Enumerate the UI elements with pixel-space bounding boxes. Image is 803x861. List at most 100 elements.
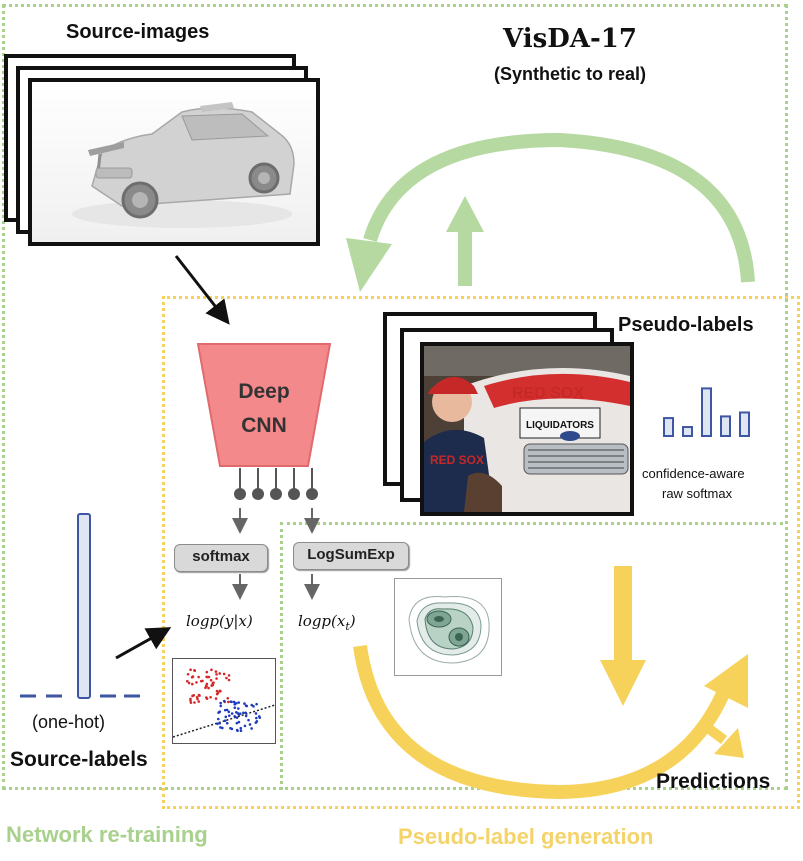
scatter-point-blue [233,714,236,718]
green-up-arrow-shaft [458,228,472,286]
scatter-point-blue [236,729,239,733]
scatter-point-blue [230,700,233,704]
one-hot-bar [77,513,91,699]
scatter-point-blue [216,717,220,721]
pseudo-label-generation-title: Pseudo-label generation [398,824,654,849]
scatter-point-blue [235,721,239,725]
softmax-box: softmax [174,544,268,572]
scatter-point-blue [227,710,231,714]
scatter-point-red [195,695,199,699]
logp-xt-text: logp(x [298,612,346,630]
scatter-point-red [189,699,192,702]
scatter-point-red [195,681,198,684]
scatter-point-blue [257,715,261,718]
scatter-point-blue [245,704,249,708]
scatter-point-red [197,700,201,703]
svg-text:RED SOX: RED SOX [430,453,484,467]
one-hot-label: (one-hot) [32,712,106,732]
logp-xt-label: logp(xt) [298,612,356,633]
scatter-point-blue [255,702,258,706]
scatter-point-red [187,681,191,685]
scatter-point-blue [219,701,222,705]
scatter-point-red [214,697,218,700]
scatter-point-blue [217,711,220,714]
scatter-point-blue [255,716,258,720]
scatter-point-red [215,673,218,676]
scatter-point-blue [235,716,239,719]
scatter-point-red [210,668,213,672]
scatter-point-red [209,695,212,699]
arrow-images-to-cnn [174,255,230,325]
target-image-photo: RED SOX LIQUIDATORS RED SOX [420,342,634,516]
scatter-point-blue [254,721,258,724]
scatter-point-blue [244,711,248,715]
scatter-point-blue [232,700,236,704]
scatter-point-red [205,697,209,700]
source-images-label: Source-images [66,21,210,43]
confidence-bar [720,415,731,438]
cnn-trapezoid [196,343,332,467]
logp-xt-subscript: t [345,620,350,633]
confidence-bar [701,387,712,437]
cnn-output-nodes [234,468,318,500]
scatter-point-red [215,677,218,680]
scatter-point-blue [235,711,238,714]
arrow-labels-to-logp [115,627,172,660]
scatter-point-red [226,696,230,700]
prediction-branch-line [697,718,727,744]
scatter-point-blue [216,722,219,725]
scatter-point-red [191,682,194,686]
scatter-point-blue [239,729,243,732]
scatter-point-blue [225,708,229,712]
scatter-point-blue [223,719,227,723]
scatter-point-blue [248,723,252,726]
scatter-point-red [189,701,193,704]
source-labels-label: Source-labels [10,748,148,771]
scatter-point-blue [254,712,258,715]
confidence-bar [682,426,693,438]
scatter-point-red [216,691,220,695]
network-retraining-title: Network re-training [6,822,208,847]
confidence-label-line1: confidence-aware [642,466,745,481]
scatter-point-red [197,675,200,679]
prediction-curve-arrowhead [704,654,748,708]
pseudo-label-generation-region [162,296,800,809]
scatter-point-blue [243,724,247,728]
scatter-point-red [222,672,226,676]
scatter-point-red [193,701,196,704]
prediction-branch-arrowhead [714,728,744,758]
scatter-point-blue [220,726,224,730]
scatter-point-blue [239,726,243,730]
logsumexp-box: LogSumExp [293,542,409,570]
scatter-point-blue [252,705,255,708]
scatter-point-red [189,668,192,672]
predictions-label: Predictions [656,770,771,793]
scatter-point-red [199,679,203,683]
scatter-point-red [214,670,218,673]
scatter-point-blue [235,701,238,705]
scatter-point-blue [224,715,228,719]
scatter-point-blue [233,706,237,709]
retraining-cycle-arrowhead [346,238,392,292]
scatter-point-red [207,686,210,690]
race-car-photo-icon: RED SOX LIQUIDATORS RED SOX [424,346,630,512]
scatter-point-blue [250,727,253,730]
scatter-point-red [227,674,231,677]
scatter-point-blue [218,721,221,725]
scatter-point-red [205,670,209,674]
cnn-label-line1: Deep [238,380,290,403]
yellow-down-arrow-head [600,660,646,706]
scatter-point-red [218,689,222,693]
scatter-point-red [186,679,189,683]
scatter-point-red [191,694,194,698]
confidence-bar-chart [663,387,750,438]
scatter-point-red [193,668,196,672]
source-image-car [28,78,320,246]
scatter-points [172,668,276,738]
confidence-bar [739,411,750,437]
retraining-cycle-arrow [363,132,755,283]
scatter-point-blue [229,726,232,730]
green-up-arrow-head [446,196,484,232]
